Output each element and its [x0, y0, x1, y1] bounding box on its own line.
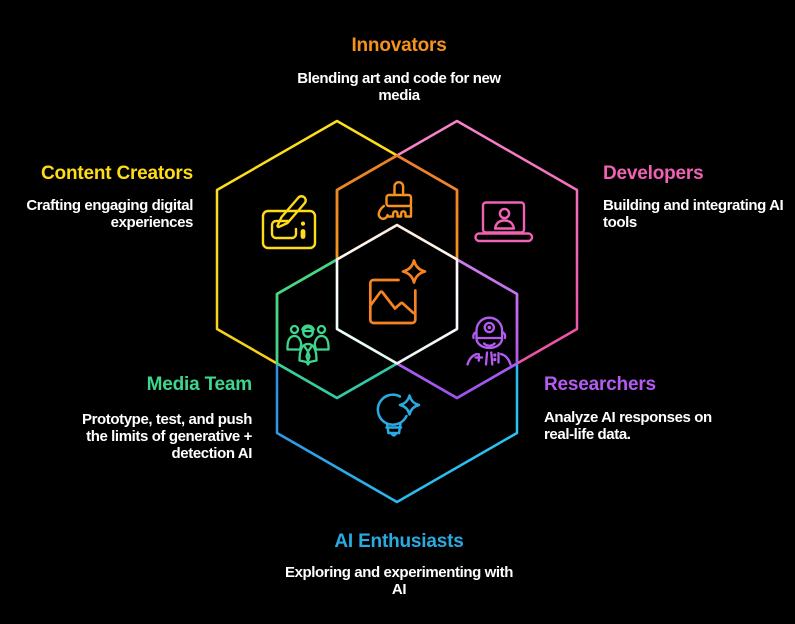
scientist-icon [466, 316, 512, 366]
paint-brush-icon [377, 181, 413, 220]
innovators-description: Blending art and code for new media [297, 70, 501, 104]
researchers-title: Researchers [544, 374, 656, 395]
ai-enthusiasts-description: Exploring and experimenting with AI [284, 564, 514, 598]
media-team-title: Media Team [146, 374, 253, 395]
media-team-description: Prototype, test, and push the limits of … [81, 411, 252, 462]
innovators-title: Innovators [351, 35, 447, 56]
ai-enthusiasts-title: AI Enthusiasts [334, 531, 464, 552]
laptop-user-icon [474, 201, 534, 243]
image-sparkle-icon [368, 259, 427, 325]
developers-title: Developers [603, 163, 704, 184]
content-creators-title: Content Creators [41, 163, 193, 184]
researchers-description: Analyze AI responses on real-life data. [544, 409, 712, 443]
developers-region-outline [395, 119, 579, 365]
developers-description: Building and integrating AI tools [603, 197, 784, 231]
center-intersection-outline [335, 223, 459, 365]
lightbulb-sparkle-icon [376, 393, 421, 437]
content-creators-description: Crafting engaging digital experiences [26, 197, 193, 231]
team-icon [286, 324, 330, 366]
innovators-region-outline [335, 154, 459, 261]
drawing-tablet-icon [261, 195, 317, 250]
